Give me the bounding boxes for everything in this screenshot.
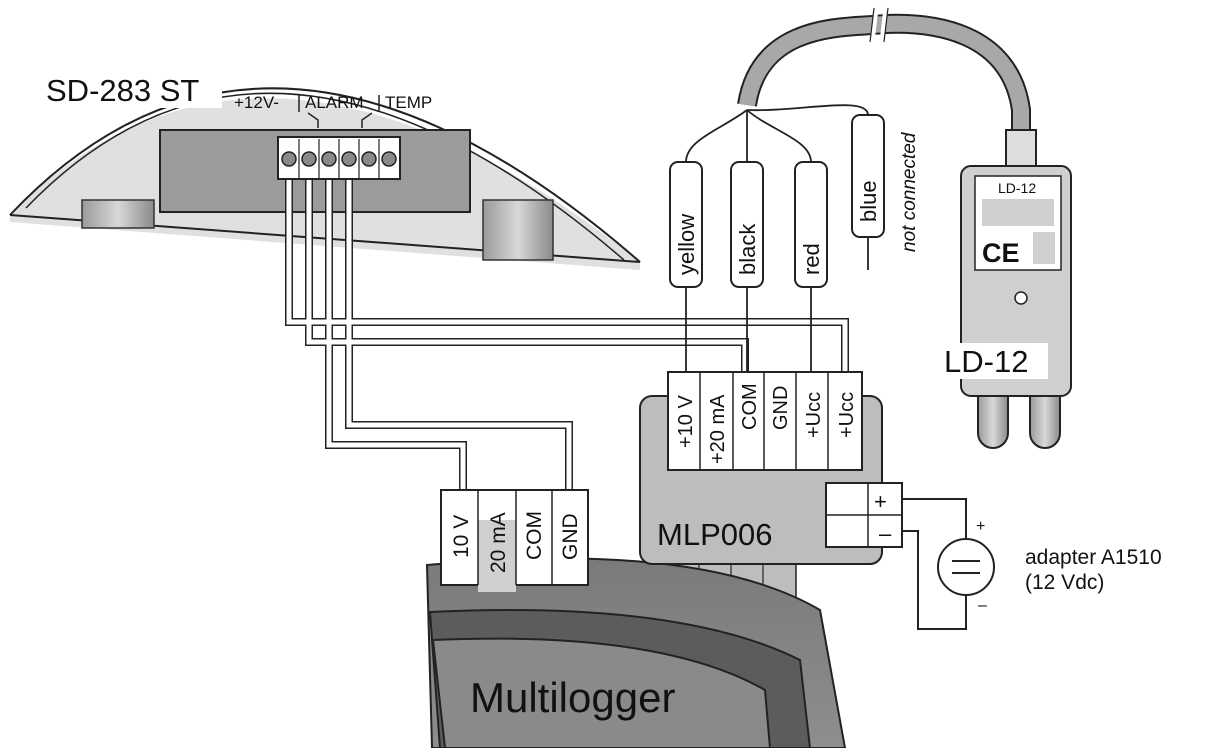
terminal-group-alarm: ALARM <box>305 93 364 112</box>
dc-source-icon <box>937 538 995 596</box>
sd283-lens-left <box>81 199 155 229</box>
adapter-minus-sign: – <box>978 597 987 614</box>
logger-terminal-com: COM <box>523 511 546 560</box>
ce-mark-icon: CE <box>982 238 1020 268</box>
adapter-spec: (12 Vdc) <box>1025 571 1104 594</box>
sd283-screws <box>281 151 397 167</box>
svg-text:blue: blue <box>856 180 881 222</box>
wire-label-blue: blue not connected <box>851 114 920 252</box>
screw-icon <box>361 151 377 167</box>
screw-icon <box>381 151 397 167</box>
mlp-terminal-com: COM <box>739 383 761 430</box>
logger-terminal-block: 10 V 20 mA COM GND <box>440 489 589 592</box>
screw-icon <box>321 151 337 167</box>
mlp-terminal-gnd: GND <box>770 386 792 430</box>
not-connected-note: not connected <box>899 131 920 252</box>
screw-icon <box>301 151 317 167</box>
sensor-cable <box>737 7 1031 140</box>
screw-icon <box>281 151 297 167</box>
power-terminal-plus: + <box>874 489 887 514</box>
wire-fanout <box>685 104 869 372</box>
wire-label-yellow: yellow <box>669 161 703 288</box>
multilogger: Multilogger <box>425 557 847 748</box>
mlp006-terminal-block: +10 V +20 mA COM GND +Ucc +Ucc <box>667 371 863 471</box>
svg-text:red: red <box>799 243 824 275</box>
logger-terminal-20ma: 20 mA <box>487 512 510 573</box>
adapter-plus-sign: + <box>976 518 985 535</box>
logger-terminal-10v: 10 V <box>450 515 473 558</box>
multilogger-name: Multilogger <box>470 674 675 721</box>
mlp-terminal-ucc-1: +Ucc <box>803 392 825 438</box>
ld12-plate-label: LD-12 <box>998 180 1036 196</box>
sd283-lens-right <box>482 199 554 261</box>
wire-label-red: red <box>794 161 828 288</box>
logger-terminal-gnd: GND <box>559 513 582 560</box>
mlp-terminal-10v: +10 V <box>675 395 697 448</box>
wire-label-black: black <box>730 161 764 288</box>
led-icon <box>1014 291 1028 305</box>
ld12-sensor: LD-12 CE LD-12 <box>940 129 1072 449</box>
power-terminal-minus: – <box>879 521 892 546</box>
sd283-title: SD-283 ST <box>46 73 199 108</box>
terminal-group-power: +12V- <box>234 93 279 112</box>
svg-text:yellow: yellow <box>674 214 699 275</box>
ld12-name: LD-12 <box>944 344 1028 379</box>
adapter-wires <box>902 498 967 630</box>
mlp-terminal-ucc-2: +Ucc <box>836 392 858 438</box>
svg-text:black: black <box>735 223 760 275</box>
screw-icon <box>341 151 357 167</box>
mlp-terminal-20ma: +20 mA <box>707 394 729 464</box>
mlp006-name: MLP006 <box>657 517 772 552</box>
adapter-name: adapter A1510 <box>1025 546 1162 569</box>
mlp006-power-terminals: + – <box>825 482 903 548</box>
terminal-group-temp: TEMP <box>385 93 432 112</box>
